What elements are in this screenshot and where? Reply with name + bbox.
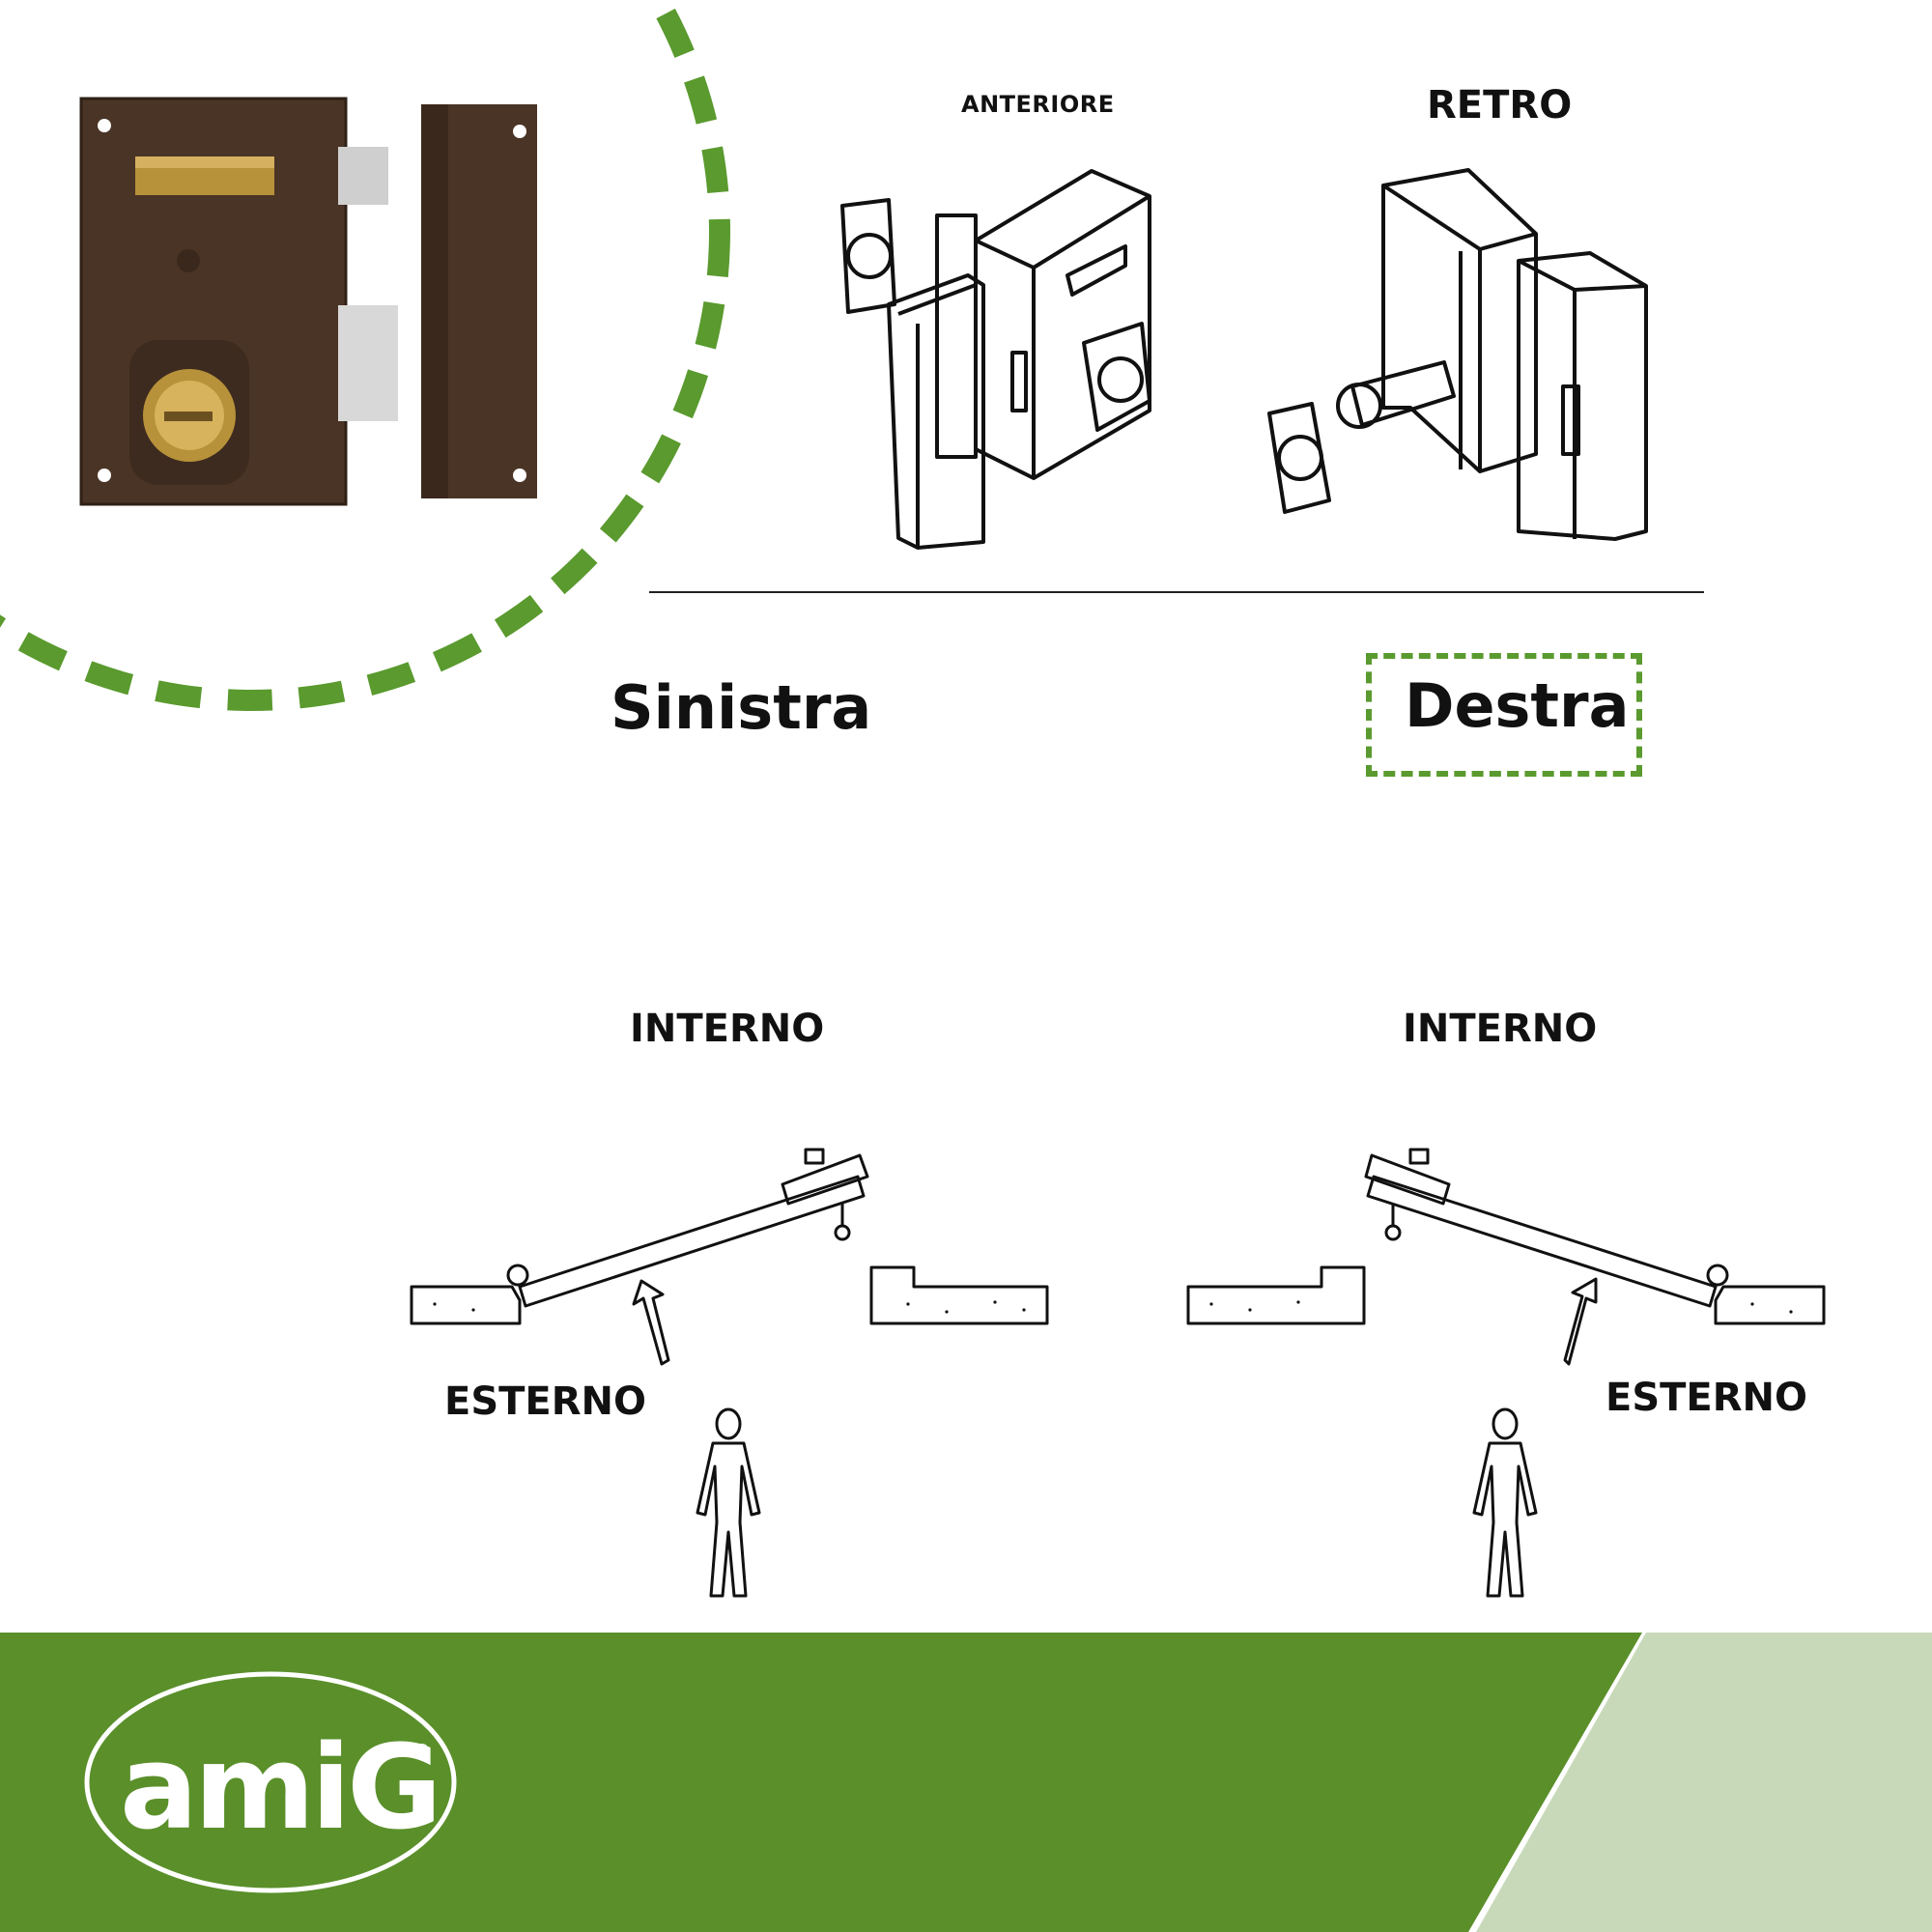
selected-option-frame: [1366, 653, 1642, 777]
back-view-label: RETRO: [1427, 83, 1573, 128]
rim-lock-back-drawing-icon: [1267, 168, 1648, 541]
right-inside-label: INTERNO: [1403, 1007, 1598, 1051]
right-hand-option[interactable]: Destra: [1405, 670, 1630, 741]
rim-lock-front-drawing-icon: [840, 169, 1151, 550]
section-divider: [649, 591, 1704, 593]
front-view-label: ANTERIORE: [961, 91, 1115, 118]
dashed-circle: [0, 0, 730, 711]
amig-logo: amiG: [120, 1721, 442, 1856]
left-outside-label: ESTERNO: [444, 1379, 647, 1424]
left-door-diagram: [410, 1148, 1049, 1366]
right-outside-label: ESTERNO: [1605, 1376, 1808, 1420]
brand-footer: [0, 1633, 1932, 1932]
person-icon: [696, 1407, 761, 1598]
rim-lock-photo-icon: [79, 97, 537, 506]
right-door-diagram: [1186, 1148, 1826, 1366]
left-hand-option[interactable]: Sinistra: [611, 672, 872, 743]
person-icon: [1472, 1407, 1538, 1598]
left-inside-label: INTERNO: [630, 1007, 825, 1051]
registered-mark: ®: [413, 1741, 431, 1761]
